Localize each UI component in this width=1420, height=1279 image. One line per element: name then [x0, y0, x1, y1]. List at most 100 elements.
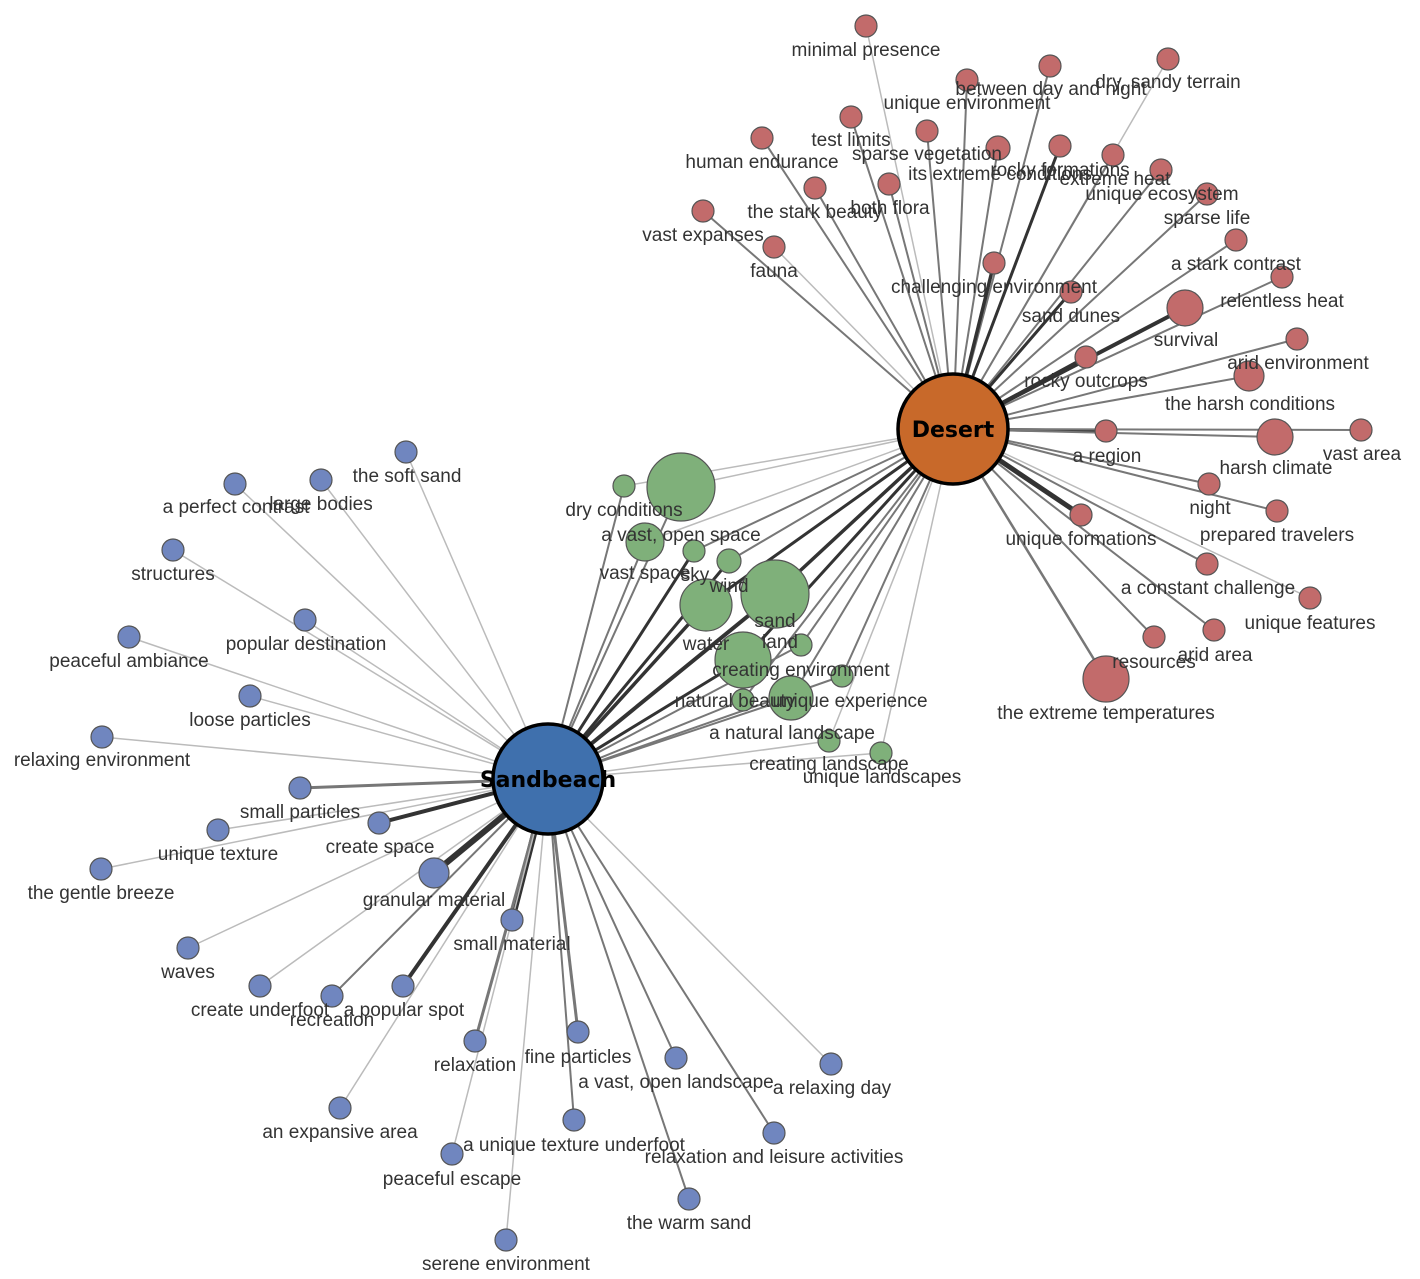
node-sandbeach[interactable]: [566, 1020, 590, 1044]
node-desert[interactable]: [915, 119, 939, 143]
node-shared[interactable]: [716, 548, 742, 574]
node-desert[interactable]: [1048, 134, 1072, 158]
node-shared[interactable]: [714, 631, 772, 689]
node-sandbeach[interactable]: [238, 684, 262, 708]
node-shared[interactable]: [612, 474, 636, 498]
node-label: rocky formations: [990, 160, 1129, 181]
node-shared[interactable]: [869, 741, 893, 765]
node-sandbeach[interactable]: [494, 1228, 518, 1252]
node-shared[interactable]: [740, 559, 810, 629]
node-sandbeach[interactable]: [394, 440, 418, 464]
node-sandbeach[interactable]: [500, 908, 524, 932]
node-shared[interactable]: [817, 729, 841, 753]
node-desert[interactable]: [1038, 54, 1062, 78]
node-desert[interactable]: [803, 176, 827, 200]
edge-b28-sandbeach: [505, 778, 549, 1241]
node-desert[interactable]: [1265, 499, 1289, 523]
node-desert[interactable]: [750, 126, 774, 150]
node-sandbeach[interactable]: [819, 1052, 843, 1076]
node-sandbeach[interactable]: [418, 857, 450, 889]
node-desert[interactable]: [1149, 158, 1173, 182]
node-label: recreation: [290, 1010, 375, 1031]
node-desert[interactable]: [985, 135, 1011, 161]
node-sandbeach[interactable]: [223, 472, 247, 496]
node-desert[interactable]: [1101, 143, 1125, 167]
node-sandbeach[interactable]: [288, 776, 312, 800]
node-desert[interactable]: [1202, 618, 1226, 642]
node-sandbeach[interactable]: [664, 1046, 688, 1070]
hub-node-desert[interactable]: [896, 372, 1010, 486]
node-sandbeach[interactable]: [161, 538, 185, 562]
node-desert[interactable]: [1233, 360, 1265, 392]
node-desert[interactable]: [1082, 655, 1130, 703]
node-sandbeach[interactable]: [293, 608, 317, 632]
node-desert[interactable]: [1224, 228, 1248, 252]
node-shared[interactable]: [830, 664, 854, 688]
node-sandbeach[interactable]: [90, 725, 114, 749]
node-desert[interactable]: [955, 68, 979, 92]
edge-b26-sandbeach: [451, 778, 549, 1155]
node-label: night: [1189, 498, 1231, 519]
node-desert[interactable]: [854, 14, 878, 38]
node-sandbeach[interactable]: [320, 984, 344, 1008]
node-desert[interactable]: [1059, 280, 1083, 304]
node-desert[interactable]: [691, 199, 715, 223]
node-sandbeach[interactable]: [176, 936, 200, 960]
node-label: serene environment: [422, 1254, 591, 1275]
node-desert[interactable]: [1270, 265, 1294, 289]
node-sandbeach[interactable]: [328, 1096, 352, 1120]
node-desert[interactable]: [1349, 418, 1373, 442]
node-shared[interactable]: [679, 578, 733, 632]
edge-b4-sandbeach: [172, 549, 549, 780]
node-label: harsh climate: [1220, 458, 1333, 479]
node-label: resources: [1112, 652, 1195, 673]
node-label: unique features: [1245, 613, 1376, 634]
node-shared[interactable]: [731, 688, 755, 712]
node-shared[interactable]: [768, 675, 814, 721]
node-sandbeach[interactable]: [391, 974, 415, 998]
node-label: the soft sand: [353, 466, 462, 487]
node-desert[interactable]: [1298, 586, 1322, 610]
hub-node-sandbeach[interactable]: [491, 722, 605, 836]
node-sandbeach[interactable]: [309, 468, 333, 492]
node-sandbeach[interactable]: [117, 625, 141, 649]
node-desert[interactable]: [839, 105, 863, 129]
edge-b1-sandbeach: [405, 451, 549, 780]
node-sandbeach[interactable]: [248, 974, 272, 998]
node-sandbeach[interactable]: [677, 1187, 701, 1211]
node-label: a unique texture underfoot: [463, 1135, 686, 1156]
edge-b12-sandbeach: [100, 778, 549, 870]
node-sandbeach[interactable]: [562, 1108, 586, 1132]
node-shared[interactable]: [646, 452, 716, 522]
node-sandbeach[interactable]: [440, 1142, 464, 1166]
node-sandbeach[interactable]: [367, 811, 391, 835]
node-label: large bodies: [269, 494, 373, 515]
node-sandbeach[interactable]: [762, 1121, 786, 1145]
node-desert[interactable]: [1069, 503, 1093, 527]
node-desert[interactable]: [1195, 182, 1219, 206]
node-desert[interactable]: [1142, 625, 1166, 649]
node-sandbeach[interactable]: [463, 1029, 487, 1053]
node-sandbeach[interactable]: [89, 857, 113, 881]
hub-label-desert: Desert: [912, 418, 995, 443]
node-desert[interactable]: [1156, 47, 1180, 71]
node-desert[interactable]: [1285, 327, 1309, 351]
node-sandbeach[interactable]: [206, 818, 230, 842]
node-shared[interactable]: [625, 522, 665, 562]
node-shared[interactable]: [789, 633, 813, 657]
node-desert[interactable]: [1197, 472, 1221, 496]
node-desert[interactable]: [762, 235, 786, 259]
edge-d4-desert: [952, 79, 968, 430]
node-desert[interactable]: [1195, 552, 1219, 576]
node-desert[interactable]: [1166, 289, 1204, 327]
node-desert[interactable]: [1074, 345, 1098, 369]
node-shared[interactable]: [682, 539, 706, 563]
node-label: relaxation: [434, 1055, 516, 1076]
node-desert[interactable]: [1094, 419, 1118, 443]
node-desert[interactable]: [877, 172, 901, 196]
node-label: small particles: [240, 802, 360, 823]
node-desert[interactable]: [1256, 418, 1294, 456]
node-desert[interactable]: [982, 251, 1006, 275]
node-label: relaxing environment: [14, 750, 191, 771]
